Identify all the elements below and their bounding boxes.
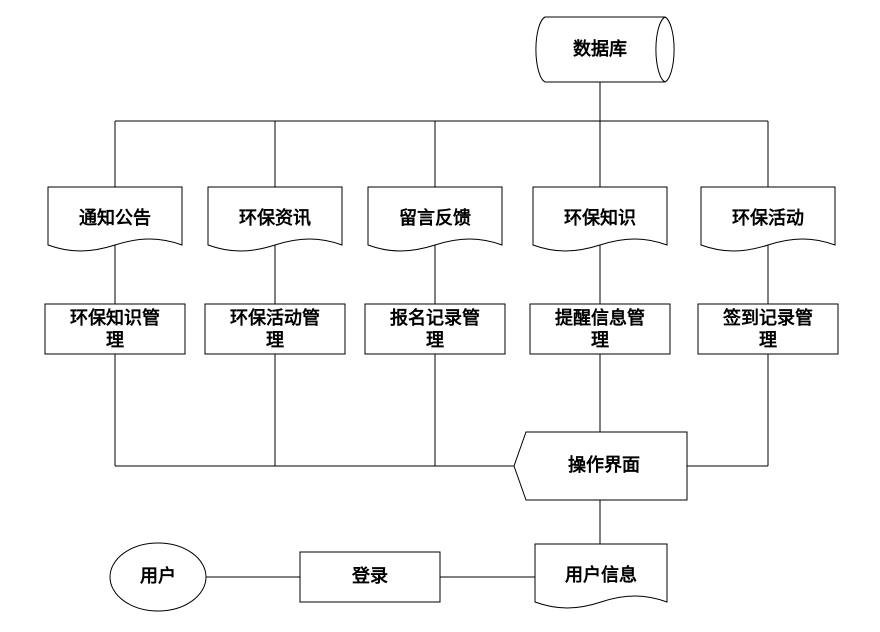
database-label: 数据库: [573, 38, 627, 60]
user-label: 用户: [140, 565, 176, 587]
login-box: [299, 551, 441, 603]
user-node: 用户: [109, 542, 207, 612]
connectors: [114, 82, 769, 578]
document-label: 环保知识: [564, 207, 636, 229]
document-node-2: 环保资讯: [207, 186, 343, 252]
module-label-line1: 环保知识管: [70, 307, 160, 329]
module-box: [364, 303, 506, 355]
module-node-1: 环保知识管 理: [44, 303, 186, 355]
document-label: 留言反馈: [399, 207, 471, 229]
module-label-line2: 理: [759, 330, 777, 351]
database-cylinder-edge: [655, 16, 666, 83]
document-shape: [207, 186, 343, 252]
module-node-5: 签到记录管 理: [697, 303, 839, 355]
document-node-3: 留言反馈: [367, 186, 503, 252]
document-node-4: 环保知识: [532, 186, 668, 252]
module-node-4: 提醒信息管 理: [529, 303, 671, 355]
module-box: [44, 303, 186, 355]
module-node-2: 环保活动管 理: [204, 303, 346, 355]
login-node: 登录: [299, 551, 441, 603]
module-box: [529, 303, 671, 355]
interface-label: 操作界面: [568, 454, 640, 476]
user-info-shape: [534, 543, 668, 609]
document-label: 通知公告: [79, 207, 151, 229]
module-label-line2: 理: [426, 330, 444, 351]
document-node-5: 环保活动: [700, 186, 836, 252]
interface-node: 操作界面: [513, 431, 688, 501]
document-label: 环保资讯: [239, 207, 311, 229]
database-node: 数据库: [535, 16, 675, 83]
document-shape: [532, 186, 668, 252]
user-ellipse: [109, 542, 207, 612]
module-node-3: 报名记录管 理: [364, 303, 506, 355]
module-box: [697, 303, 839, 355]
module-label-line2: 理: [106, 330, 124, 351]
document-shape: [367, 186, 503, 252]
module-label-line1: 环保活动管: [230, 307, 320, 329]
user-info-node: 用户信息: [534, 543, 668, 609]
module-label-line1: 报名记录管: [390, 307, 480, 329]
document-shape: [700, 186, 836, 252]
document-shape: [47, 186, 183, 252]
module-box: [204, 303, 346, 355]
interface-shape: [513, 431, 688, 501]
module-label-line1: 提醒信息管: [555, 307, 645, 329]
module-label-line2: 理: [266, 330, 284, 351]
module-label-line1: 签到记录管: [722, 307, 813, 329]
user-info-label: 用户信息: [565, 564, 637, 586]
module-label-line2: 理: [591, 330, 609, 351]
document-label: 环保活动: [732, 207, 804, 229]
login-label: 登录: [351, 565, 388, 587]
document-node-1: 通知公告: [47, 186, 183, 252]
